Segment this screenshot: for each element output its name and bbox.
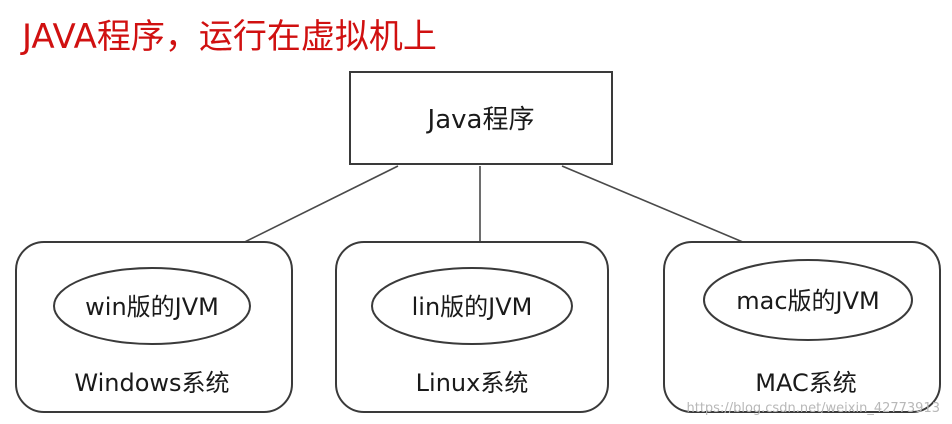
java-program-label: Java程序 xyxy=(426,105,535,135)
linux-system: lin版的JVM Linux系统 xyxy=(335,241,609,413)
linux-system-label: Linux系统 xyxy=(416,369,529,397)
watermark-text: https://blog.csdn.net/weixin_42773913 xyxy=(686,401,940,416)
java-program-box xyxy=(349,71,613,165)
mac-jvm-label: mac版的JVM xyxy=(736,287,879,315)
mac-system: mac版的JVM MAC系统 xyxy=(663,241,941,413)
mac-system-label: MAC系统 xyxy=(755,369,856,397)
page-title: JAVA程序，运行在虚拟机上 xyxy=(20,17,437,57)
windows-system-label: Windows系统 xyxy=(74,369,229,397)
lin-jvm-label: lin版的JVM xyxy=(412,293,533,321)
windows-system: win版的JVM Windows系统 xyxy=(15,241,293,413)
mac-jvm-ellipse xyxy=(703,259,913,341)
lin-jvm-ellipse xyxy=(371,267,573,345)
win-jvm-label: win版的JVM xyxy=(85,293,219,321)
win-jvm-ellipse xyxy=(53,267,251,345)
